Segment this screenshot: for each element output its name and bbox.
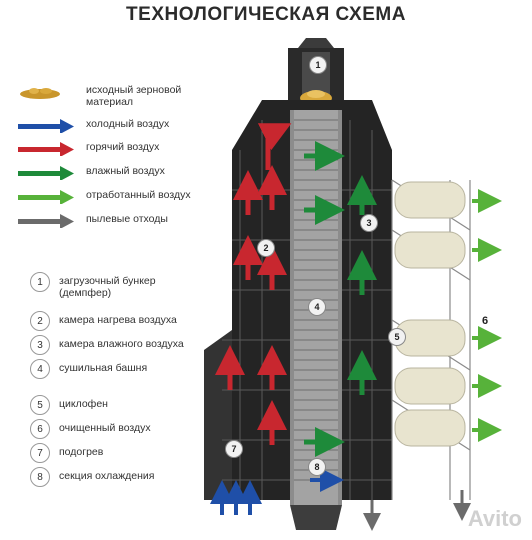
legend-exhaust-air: отработанный воздух <box>18 189 226 205</box>
avito-watermark: Avito <box>467 506 522 531</box>
component-key-8: 8 секция охлаждения <box>30 467 209 487</box>
legend-humid-air: влажный воздух <box>18 165 226 181</box>
key-number: 2 <box>30 311 50 331</box>
diagram-badge-5: 5 <box>388 328 406 346</box>
component-key-1: 1 загрузочный бункер (демпфер) <box>30 272 209 299</box>
key-label: сушильная башня <box>59 362 148 374</box>
legend-label: влажный воздух <box>86 165 165 177</box>
component-key-2: 2 камера нагрева воздуха <box>30 311 209 331</box>
gray-arrow-icon <box>18 213 74 229</box>
diagram-badge-2: 2 <box>257 239 275 257</box>
legend-label: холодный воздух <box>86 118 170 130</box>
diagram-label-6: 6 <box>482 315 489 327</box>
key-label: загрузочный бункер (демпфер) <box>59 275 156 299</box>
component-key-3: 3 камера влажного воздуха <box>30 335 209 355</box>
legend-label: отработанный воздух <box>86 189 191 201</box>
blue-arrow-icon <box>18 118 74 134</box>
key-label: очищенный воздух <box>59 422 151 434</box>
dust-waste-arrows <box>363 490 471 531</box>
legend-dust-waste: пылевые отходы <box>18 213 226 229</box>
key-label: подогрев <box>59 446 104 458</box>
exhaust-air-arrows <box>472 189 502 442</box>
key-number: 8 <box>30 467 50 487</box>
key-label: циклофен <box>59 398 108 410</box>
legend-cold-air: холодный воздух <box>18 118 226 134</box>
diagram-badge-8: 8 <box>308 458 326 476</box>
legend-grain: исходный зерновой материал <box>18 84 226 108</box>
light-green-arrow-icon <box>18 189 74 205</box>
dark-green-arrow-icon <box>18 165 74 181</box>
cold-air-arrows <box>210 468 344 515</box>
key-number: 6 <box>30 419 50 439</box>
cyclone-units <box>394 181 466 447</box>
diagram-badge-4: 4 <box>308 298 326 316</box>
diagram-badge-3: 3 <box>360 214 378 232</box>
legend-label: горячий воздух <box>86 141 160 153</box>
key-label: камера нагрева воздуха <box>59 314 177 326</box>
component-key-5: 5 циклофен <box>30 395 209 415</box>
legend-hot-air: горячий воздух <box>18 141 226 157</box>
red-arrow-icon <box>18 141 74 157</box>
key-number: 5 <box>30 395 50 415</box>
key-label: секция охлаждения <box>59 470 155 482</box>
component-key-4: 4 сушильная башня <box>30 359 209 379</box>
humid-air-arrows <box>304 141 377 457</box>
key-label: камера влажного воздуха <box>59 338 184 350</box>
component-key-6: 6 очищенный воздух <box>30 419 209 439</box>
diagram-badge-1: 1 <box>309 56 327 74</box>
key-number: 7 <box>30 443 50 463</box>
component-key-7: 7 подогрев <box>30 443 209 463</box>
diagram-badge-7: 7 <box>225 440 243 458</box>
legend-label: исходный зерновой материал <box>86 84 182 108</box>
key-number: 4 <box>30 359 50 379</box>
grain-pile-icon <box>18 84 74 100</box>
key-number: 1 <box>30 272 50 292</box>
page-title: ТЕХНОЛОГИЧЕСКАЯ СХЕМА <box>126 4 406 25</box>
hot-air-arrows <box>215 123 292 445</box>
legend-label: пылевые отходы <box>86 213 168 225</box>
key-number: 3 <box>30 335 50 355</box>
